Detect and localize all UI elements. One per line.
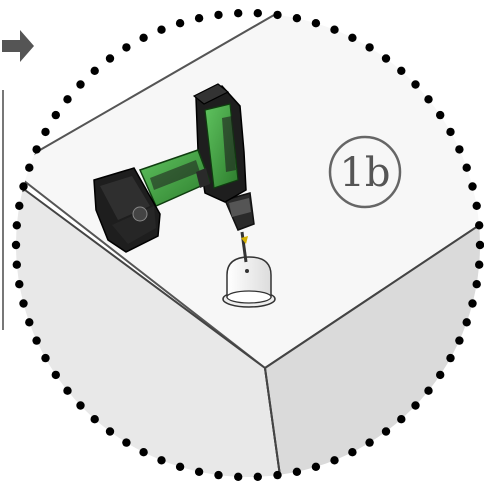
border-dot (176, 463, 184, 471)
border-dot (214, 11, 222, 19)
border-dot (157, 456, 165, 464)
border-dot (330, 456, 338, 464)
border-dot (52, 111, 60, 119)
border-dot (446, 354, 454, 362)
border-dot (424, 95, 432, 103)
border-dot (234, 473, 242, 481)
border-dot (293, 14, 301, 22)
border-dot (63, 95, 71, 103)
border-dot (122, 438, 130, 446)
border-dot (330, 26, 338, 34)
dome-cap-fitting (223, 257, 275, 307)
border-dot (365, 438, 373, 446)
border-dot (476, 241, 484, 249)
border-dot (25, 318, 33, 326)
border-dot (446, 128, 454, 136)
border-dot (455, 145, 463, 153)
border-dot (139, 34, 147, 42)
border-dot (176, 19, 184, 27)
right-arrow-icon (2, 30, 34, 62)
border-dot (382, 54, 390, 62)
border-dot (32, 336, 40, 344)
border-dot (348, 34, 356, 42)
border-dot (15, 280, 23, 288)
step-label: 1b (339, 150, 390, 196)
border-dot (293, 468, 301, 476)
border-dot (473, 280, 481, 288)
border-dot (76, 401, 84, 409)
border-dot (424, 387, 432, 395)
border-dot (273, 471, 281, 479)
border-dot (463, 318, 471, 326)
border-dot (475, 221, 483, 229)
border-dot (312, 19, 320, 27)
border-dot (63, 387, 71, 395)
border-dot (397, 67, 405, 75)
border-dot (106, 427, 114, 435)
border-dot (12, 241, 20, 249)
border-dot (411, 80, 419, 88)
border-dot (214, 471, 222, 479)
border-dot (475, 261, 483, 269)
border-dot (91, 67, 99, 75)
border-dot (312, 463, 320, 471)
border-dot (157, 26, 165, 34)
border-dot (41, 354, 49, 362)
border-dot (254, 9, 262, 17)
border-dot (25, 164, 33, 172)
border-dot (455, 336, 463, 344)
border-dot (468, 182, 476, 190)
border-dot (122, 43, 130, 51)
border-dot (106, 54, 114, 62)
border-dot (91, 415, 99, 423)
border-dot (195, 14, 203, 22)
border-dot (473, 202, 481, 210)
border-dot (19, 299, 27, 307)
border-dot (436, 371, 444, 379)
border-dot (436, 111, 444, 119)
border-dot (32, 145, 40, 153)
border-dot (273, 11, 281, 19)
border-dot (234, 9, 242, 17)
border-dot (139, 448, 147, 456)
border-dot (365, 43, 373, 51)
border-dot (13, 221, 21, 229)
border-dot (52, 371, 60, 379)
border-dot (463, 164, 471, 172)
border-dot (397, 415, 405, 423)
border-dot (41, 128, 49, 136)
border-dot (19, 182, 27, 190)
border-dot (195, 468, 203, 476)
border-dot (411, 401, 419, 409)
border-dot (468, 299, 476, 307)
border-dot (15, 202, 23, 210)
border-dot (348, 448, 356, 456)
border-dot (254, 473, 262, 481)
border-dot (76, 80, 84, 88)
border-dot (13, 261, 21, 269)
border-dot (382, 427, 390, 435)
